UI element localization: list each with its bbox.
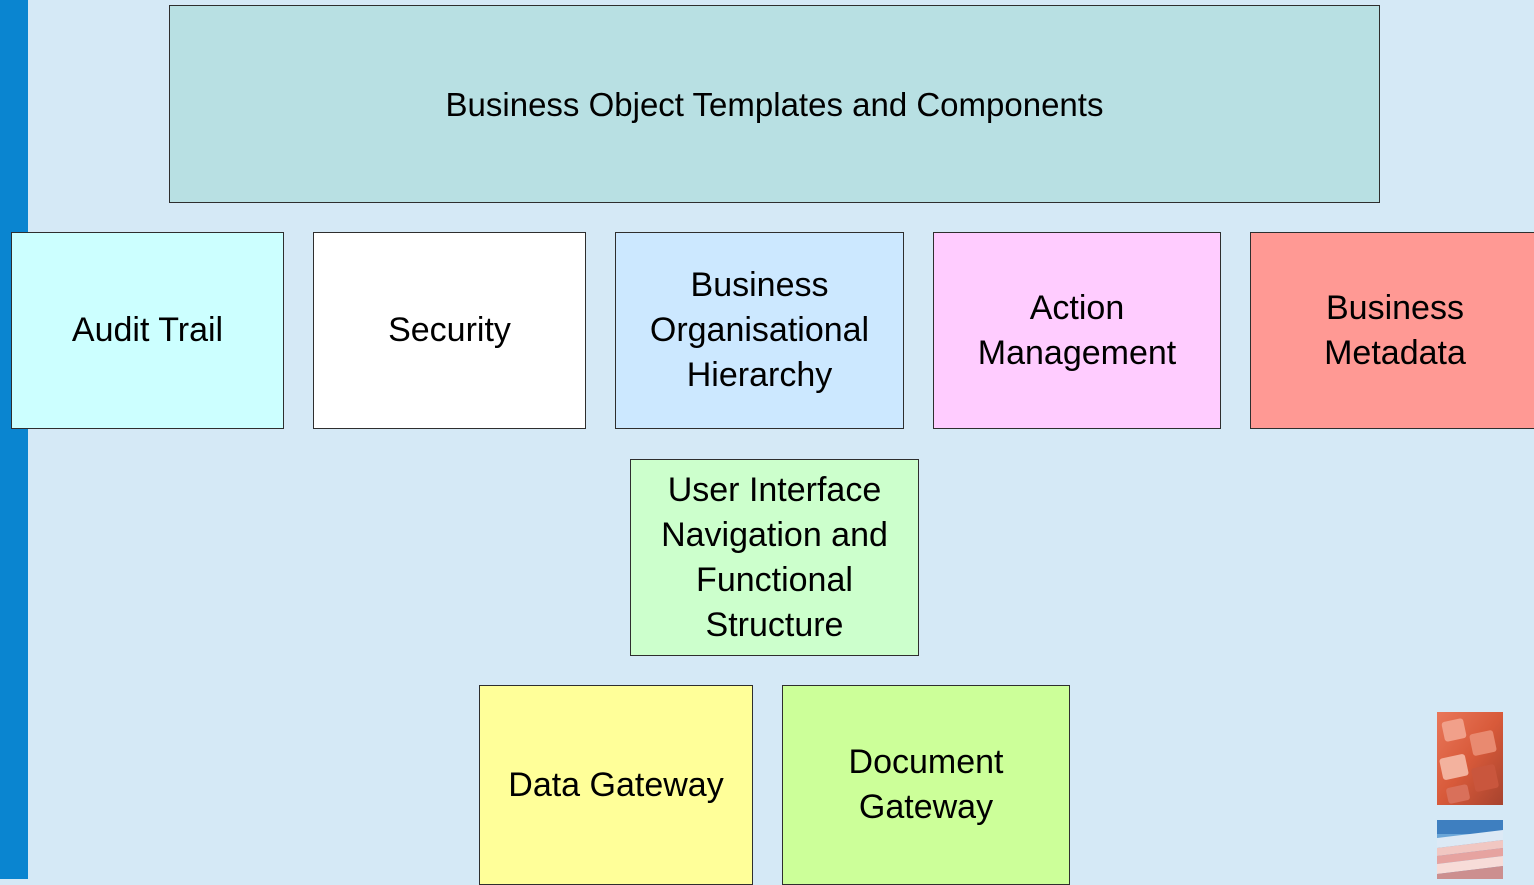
audit-trail-box: Audit Trail — [11, 232, 284, 429]
business-organisational-hierarchy-box: Business Organisational Hierarchy — [615, 232, 904, 429]
business-object-templates-box: Business Object Templates and Components — [169, 5, 1380, 203]
user-interface-navigation-box: User Interface Navigation and Functional… — [630, 459, 919, 656]
document-gateway-box: Document Gateway — [782, 685, 1070, 885]
action-management-box: Action Management — [933, 232, 1221, 429]
data-gateway-box: Data Gateway — [479, 685, 753, 885]
keyboard-image — [1437, 712, 1503, 805]
business-metadata-box: Business Metadata — [1250, 232, 1534, 429]
books-image — [1437, 820, 1503, 879]
left-accent-bar — [0, 0, 28, 879]
security-box: Security — [313, 232, 586, 429]
